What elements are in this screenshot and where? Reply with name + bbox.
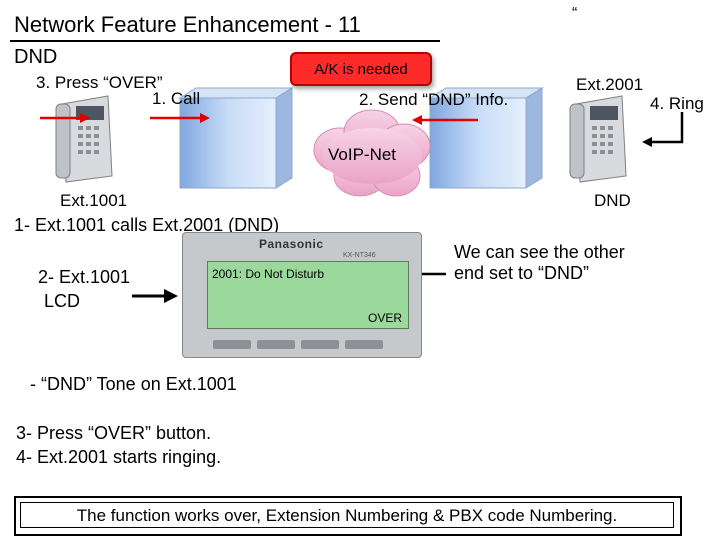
phone-ext2001-icon: [569, 95, 627, 183]
lcd-model-label: KX-NT346: [343, 252, 376, 259]
step1-label: 1. Call: [152, 89, 201, 108]
pbx-left-icon: [178, 87, 294, 189]
description-line4: 4- Ext.2001 starts ringing.: [16, 447, 222, 467]
title-underline: [10, 40, 440, 42]
description-line2: 2- Ext.1001: [38, 267, 131, 287]
feature-heading: DND: [14, 46, 58, 68]
soft-key-1[interactable]: [213, 340, 251, 349]
pbx-right-icon: [428, 87, 544, 189]
press-over-arrow-icon: [40, 113, 90, 123]
ext2001-status-label: DND: [594, 191, 631, 210]
page-title: Network Feature Enhancement - 11: [14, 12, 361, 37]
step2-label: 2. Send “DND” Info.: [359, 90, 509, 109]
dnd-tone-note: - “DND” Tone on Ext.1001: [30, 374, 237, 394]
ak-needed-label: A/K is needed: [314, 61, 408, 78]
description-line3: 3- Press “OVER” button.: [16, 423, 212, 443]
network-diagram: [40, 87, 684, 197]
step4-label: 4. Ring: [650, 94, 704, 113]
description-line2-lcd: LCD: [44, 291, 81, 311]
phone-lcd-panel: Panasonic KX-NT346 2001: Do Not Disturb …: [182, 232, 422, 358]
lcd-screen: 2001: Do Not Disturb OVER: [207, 261, 409, 329]
soft-key-2[interactable]: [257, 340, 295, 349]
step3-label: 3. Press “OVER”: [36, 73, 163, 92]
description-line1: 1- Ext.1001 calls Ext.2001 (DND): [14, 215, 280, 235]
ext2001-label: Ext.2001: [576, 75, 644, 94]
footer-note-box: The function works over, Extension Numbe…: [14, 496, 682, 536]
phone-ext1001-icon: [55, 95, 113, 183]
voip-cloud-icon: [313, 109, 431, 197]
dnd-info-arrow-icon: [412, 115, 478, 125]
cloud-label: VoIP-Net: [328, 145, 397, 164]
lcd-display-over: OVER: [368, 311, 403, 325]
right-arrow-icon: [132, 289, 178, 303]
footer-note-inner: The function works over, Extension Numbe…: [20, 502, 674, 528]
soft-key-3[interactable]: [301, 340, 339, 349]
lcd-brand-logo: Panasonic: [259, 237, 324, 251]
ext1001-label: Ext.1001: [60, 191, 128, 210]
ak-needed-callout: A/K is needed: [290, 52, 432, 86]
footer-note-text: The function works over, Extension Numbe…: [76, 506, 618, 525]
soft-key-4[interactable]: [345, 340, 383, 349]
ring-arrow-icon: [642, 112, 684, 147]
dnd-visibility-note: We can see the other end set to “DND”: [454, 242, 625, 283]
call-arrow-icon: [150, 113, 210, 123]
stray-quote-mark: “: [572, 5, 578, 22]
lcd-display-line1: 2001: Do Not Disturb: [212, 267, 325, 281]
